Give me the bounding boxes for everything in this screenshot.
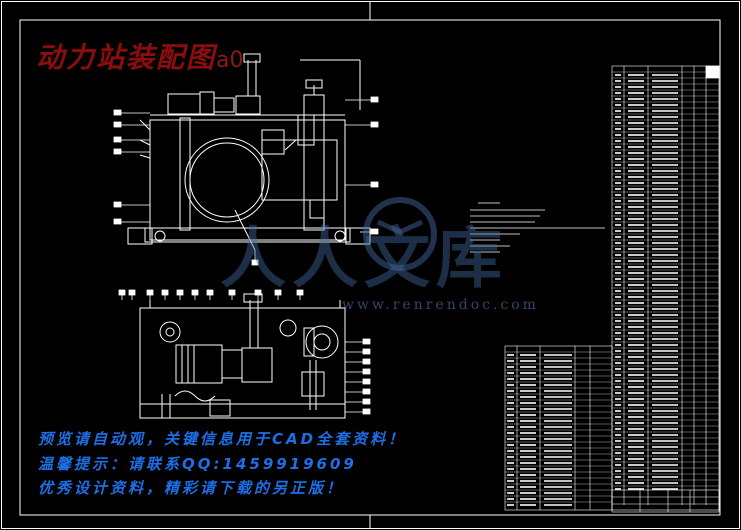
- drawing-title-suffix: a0: [216, 48, 244, 73]
- parts-list-rows: [612, 71, 719, 490]
- promo-line-1: 预览请自动观，关键信息用于CAD全套资料！: [38, 430, 407, 448]
- promo-line-2: 温馨提示：请联系QQ:1459919609: [38, 455, 357, 473]
- drawing-title-text: 动力站装配图: [36, 41, 217, 74]
- watermark-logo-icon: [363, 197, 437, 271]
- top-view-assembly: [127, 53, 371, 251]
- watermark-url: www.renrendoc.com: [342, 297, 539, 313]
- drawing-title: 动力站装配图a0: [36, 36, 244, 76]
- title-block: [611, 489, 720, 513]
- lower-parts-list: [504, 345, 613, 511]
- front-view-callouts: [118, 289, 371, 415]
- top-view-callouts: [113, 96, 379, 266]
- front-view-assembly: [139, 293, 346, 419]
- tank-inspection-cover: [184, 137, 270, 223]
- pump-pulley: [159, 321, 181, 343]
- promo-line-3: 优秀设计资料，精彩请下载的另正版！: [38, 479, 345, 497]
- oil-cooler: [305, 325, 339, 359]
- watermark-brand: 人人文库: [220, 219, 508, 297]
- lower-parts-rows: [505, 351, 612, 506]
- technical-notes: [470, 202, 605, 253]
